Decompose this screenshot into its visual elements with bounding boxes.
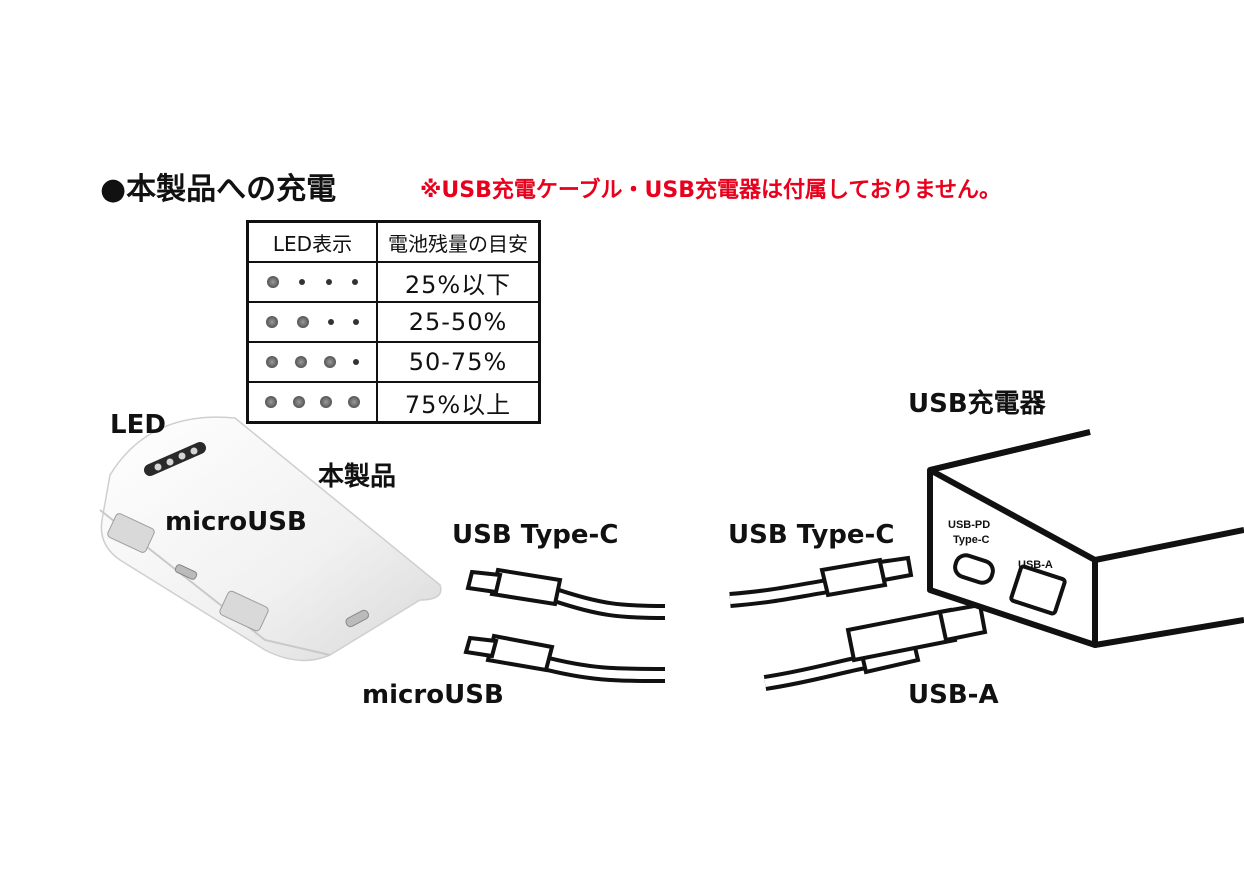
charger-port-pd-label-2: Type-C bbox=[953, 534, 990, 546]
led-off-icon bbox=[325, 279, 332, 285]
type-c-left-label: USB Type-C bbox=[452, 520, 619, 550]
battery-level-cell: 50-75% bbox=[376, 341, 541, 383]
led-dots-cell bbox=[246, 261, 378, 303]
led-table-row: 75%以上 bbox=[246, 381, 541, 424]
battery-level-cell: 25-50% bbox=[376, 301, 541, 343]
microusb-cable bbox=[463, 633, 666, 683]
led-lit-icon bbox=[320, 396, 333, 408]
section-heading: ●本製品への充電 bbox=[100, 172, 337, 207]
led-dots-cell bbox=[246, 341, 378, 383]
usb-a-port-1 bbox=[107, 513, 155, 553]
type-c-port bbox=[345, 609, 370, 628]
led-off-icon bbox=[327, 319, 334, 325]
led-off-icon bbox=[352, 319, 359, 325]
power-bank-illustration bbox=[99, 416, 442, 662]
led-lit-icon bbox=[294, 356, 307, 368]
microusb-cable-label: microUSB bbox=[362, 680, 504, 710]
led-lit-icon bbox=[264, 396, 277, 408]
led-dots-cell bbox=[246, 301, 378, 343]
led-dots bbox=[249, 276, 376, 288]
type-c-right-label: USB Type-C bbox=[728, 520, 895, 550]
led-indicator-strip bbox=[144, 442, 206, 476]
battery-level-cell: 25%以下 bbox=[376, 261, 541, 303]
led-table-row: 25%以下 bbox=[246, 261, 541, 303]
led-lit-icon bbox=[324, 356, 337, 368]
charger-label: USB充電器 bbox=[908, 389, 1046, 419]
charger-port-pd-label-1: USB-PD bbox=[948, 519, 990, 531]
led-lit-icon bbox=[348, 396, 361, 408]
led-lit-icon bbox=[266, 316, 279, 328]
led-lit-icon bbox=[265, 356, 278, 368]
battery-header: 電池残量の目安 bbox=[376, 220, 541, 263]
led-dots bbox=[249, 316, 376, 328]
led-lit-icon bbox=[292, 396, 305, 408]
microusb-port-label: microUSB bbox=[165, 507, 307, 537]
usb-type-c-cable-left bbox=[465, 567, 666, 620]
led-dots-cell bbox=[246, 381, 378, 424]
battery-level-cell: 75%以上 bbox=[376, 381, 541, 424]
led-lit-icon bbox=[297, 316, 310, 328]
led-lit-icon bbox=[267, 276, 280, 288]
charger-port-a-label: USB-A bbox=[1018, 559, 1053, 571]
led-off-icon bbox=[351, 279, 358, 285]
usb-a-port-charger bbox=[1009, 564, 1067, 616]
led-table-row: 25-50% bbox=[246, 301, 541, 343]
accessory-note: ※USB充電ケーブル・USB充電器は付属しておりません。 bbox=[420, 178, 1002, 203]
micro-usb-port bbox=[174, 564, 198, 580]
usb-a-cable-label: USB-A bbox=[908, 680, 999, 710]
type-c-port-charger bbox=[953, 553, 995, 585]
usb-charger-illustration bbox=[927, 429, 1244, 648]
led-off-icon bbox=[299, 279, 306, 285]
product-label: 本製品 bbox=[318, 462, 397, 492]
led-dots bbox=[249, 396, 376, 408]
led-dots bbox=[249, 356, 376, 368]
usb-a-port-2 bbox=[219, 590, 269, 632]
led-header: LED表示 bbox=[246, 220, 378, 263]
usb-type-c-cable-right bbox=[729, 555, 914, 608]
led-label: LED bbox=[110, 410, 166, 440]
led-table-row: 50-75% bbox=[246, 341, 541, 383]
usb-a-cable bbox=[763, 602, 988, 691]
led-off-icon bbox=[353, 359, 360, 365]
